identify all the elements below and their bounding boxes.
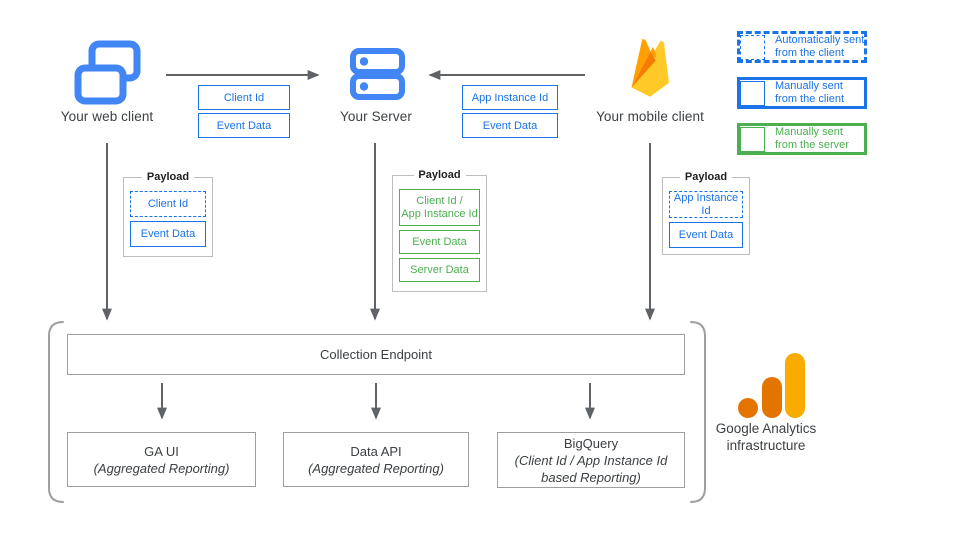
tag-app-instance-id: App Instance Id xyxy=(462,85,558,110)
firebase-icon xyxy=(631,39,670,97)
payload-web-client: Payload Client Id Event Data xyxy=(123,171,213,257)
collection-endpoint-label: Collection Endpoint xyxy=(319,347,433,362)
google-analytics-icon xyxy=(738,353,805,418)
legend: Automatically sent from the client Manua… xyxy=(737,31,868,155)
payload-item-event-data: Event Data xyxy=(669,222,743,248)
collection-endpoint-box: Collection Endpoint xyxy=(67,334,685,375)
payload-title: Payload xyxy=(413,169,466,181)
payload-item-client-id: Client Id xyxy=(130,191,206,217)
payload-item-event-data: Event Data xyxy=(130,221,206,247)
solid-green-swatch-icon xyxy=(740,126,765,152)
payload-item-event-data: Event Data xyxy=(399,230,480,254)
mobile-client-label: Your mobile client xyxy=(596,109,704,124)
legend-item-manual-server: Manually sent from the server xyxy=(737,123,868,155)
tag-event-data: Event Data xyxy=(198,113,290,138)
legend-item-manual-client: Manually sent from the client xyxy=(737,77,868,109)
legend-item-auto-client: Automatically sent from the client xyxy=(737,31,868,63)
left-bracket xyxy=(48,321,64,503)
data-api-box: Data API (Aggregated Reporting) xyxy=(283,432,469,487)
google-analytics-infrastructure-label: Google Analytics infrastructure xyxy=(715,421,817,453)
bigquery-box: BigQuery (Client Id / App Instance Id ba… xyxy=(497,432,685,488)
dashed-blue-swatch-icon xyxy=(740,34,765,60)
tag-client-id: Client Id xyxy=(198,85,290,110)
web-client-label: Your web client xyxy=(60,109,154,124)
bigquery-title: BigQuery xyxy=(563,435,619,451)
payload-item-server-data: Server Data xyxy=(399,258,480,282)
web-client-icon xyxy=(74,40,141,105)
payload-mobile-client: Payload App Instance Id Event Data xyxy=(662,171,750,255)
server-label: Your Server xyxy=(340,109,412,124)
solid-blue-swatch-icon xyxy=(740,80,765,106)
server-icon xyxy=(350,48,405,100)
payload-item-client-id-app-instance-id: Client Id / App Instance Id xyxy=(399,189,480,226)
legend-label: Manually sent from the client xyxy=(775,80,845,105)
tag-event-data: Event Data xyxy=(462,113,558,138)
payload-title: Payload xyxy=(141,171,195,183)
data-api-title: Data API xyxy=(350,443,402,459)
legend-label: Automatically sent from the client xyxy=(775,34,865,59)
bigquery-subtitle: (Client Id / App Instance Id based Repor… xyxy=(514,452,668,485)
payload-item-app-instance-id: App Instance Id xyxy=(669,191,743,218)
ga-ui-title: GA UI xyxy=(144,443,179,459)
ga-ui-box: GA UI (Aggregated Reporting) xyxy=(67,432,256,487)
legend-label: Manually sent from the server xyxy=(775,126,849,151)
payload-server: Payload Client Id / App Instance Id Even… xyxy=(392,169,487,292)
ga-ui-subtitle: (Aggregated Reporting) xyxy=(93,460,230,476)
right-bracket xyxy=(690,321,706,503)
data-api-subtitle: (Aggregated Reporting) xyxy=(308,460,444,476)
payload-title: Payload xyxy=(679,171,733,183)
